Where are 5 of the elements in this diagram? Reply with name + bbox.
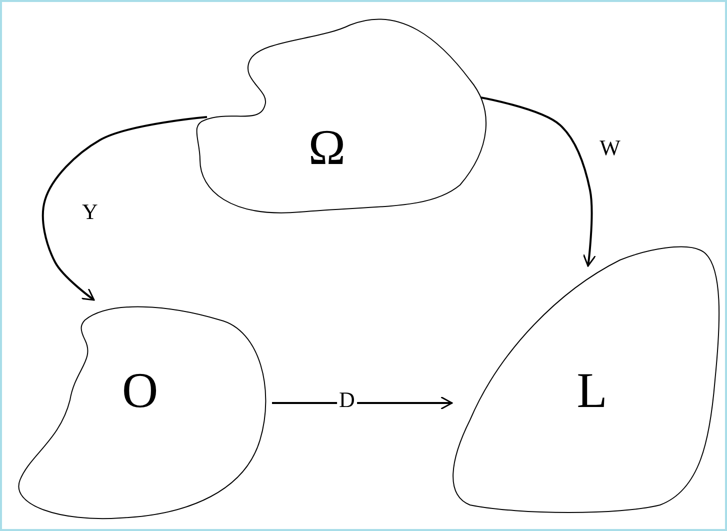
set-label: O xyxy=(122,365,158,415)
arrow xyxy=(42,116,208,301)
set-label: L xyxy=(576,365,608,415)
set-label: Ω xyxy=(308,122,346,172)
arrow xyxy=(272,396,453,410)
